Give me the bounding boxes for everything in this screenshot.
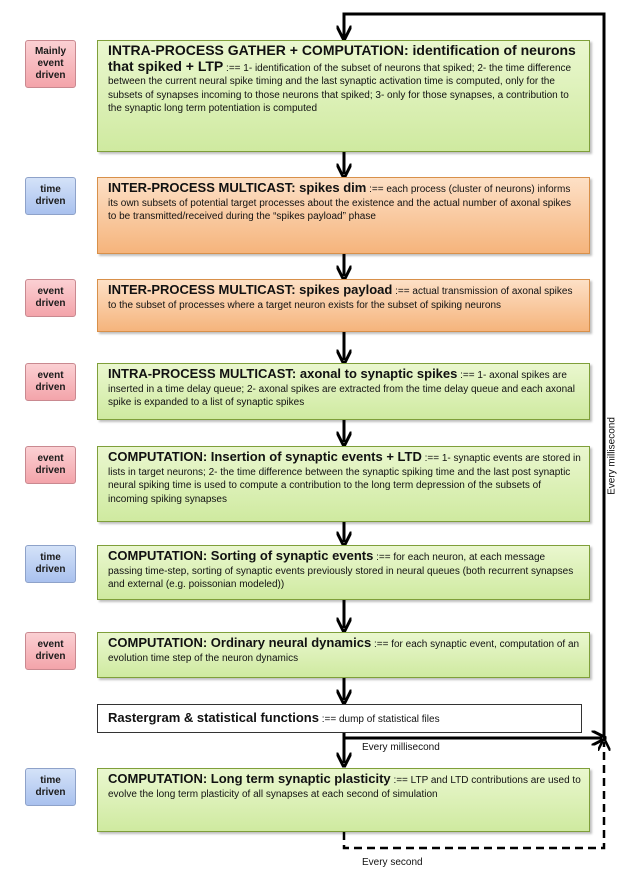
step-description: :== 1- axonal spikes are inserted in a t… <box>108 370 575 409</box>
step-title: COMPUTATION: Ordinary neural dynamics <box>108 635 372 650</box>
step-title: Rastergram & statistical functions <box>108 710 319 725</box>
step-title: INTER-PROCESS MULTICAST: spikes payload <box>108 282 393 297</box>
step-spikes-payload: INTER-PROCESS MULTICAST: spikes payload … <box>97 279 590 332</box>
step-title: COMPUTATION: Long term synaptic plastici… <box>108 771 391 786</box>
step-description: :== dump of statistical files <box>321 714 440 725</box>
step-title: COMPUTATION: Insertion of synaptic event… <box>108 449 422 464</box>
tag-event-driven: event driven <box>25 446 76 484</box>
step-title: INTRA-PROCESS GATHER + COMPUTATION: iden… <box>108 42 576 74</box>
tag-mainly-event-driven: Mainly event driven <box>25 40 76 88</box>
step-sorting: COMPUTATION: Sorting of synaptic events … <box>97 545 590 600</box>
tag-time-driven: time driven <box>25 545 76 583</box>
step-insertion-ltd: COMPUTATION: Insertion of synaptic event… <box>97 446 590 522</box>
step-axonal-to-synaptic: INTRA-PROCESS MULTICAST: axonal to synap… <box>97 363 590 420</box>
tag-event-driven: event driven <box>25 632 76 670</box>
tag-event-driven: event driven <box>25 363 76 401</box>
step-description: :== 1- synaptic events are stored in lis… <box>108 453 581 505</box>
step-description: :== 1- identification of the subset of n… <box>108 62 572 115</box>
tag-time-driven: time driven <box>25 768 76 806</box>
step-neural-dynamics: COMPUTATION: Ordinary neural dynamics :=… <box>97 632 590 678</box>
tag-event-driven: event driven <box>25 279 76 317</box>
step-description: :== each process (cluster of neurons) in… <box>108 184 572 223</box>
every-second-label: Every second <box>362 857 423 868</box>
step-rastergram: Rastergram & statistical functions :== d… <box>97 704 582 733</box>
dashed-return <box>342 742 604 850</box>
step-title: COMPUTATION: Sorting of synaptic events <box>108 548 374 563</box>
step-description: :== LTP and LTD contributions are used t… <box>108 775 581 800</box>
step-intra-process-gather: INTRA-PROCESS GATHER + COMPUTATION: iden… <box>97 40 590 152</box>
step-spikes-dim: INTER-PROCESS MULTICAST: spikes dim :== … <box>97 177 590 254</box>
tag-time-driven: time driven <box>25 177 76 215</box>
step-description: :== for each neuron, at each message pas… <box>108 552 574 591</box>
every-millisecond-label: Every millisecond <box>362 742 440 753</box>
step-long-term-plasticity: COMPUTATION: Long term synaptic plastici… <box>97 768 590 832</box>
step-title: INTER-PROCESS MULTICAST: spikes dim <box>108 180 367 195</box>
step-description: :== for each synaptic event, computation… <box>108 639 580 664</box>
step-title: INTRA-PROCESS MULTICAST: axonal to synap… <box>108 366 458 381</box>
every-millisecond-vertical-label: Every millisecond <box>606 417 618 495</box>
step-description: :== actual transmission of axonal spikes… <box>108 286 573 311</box>
